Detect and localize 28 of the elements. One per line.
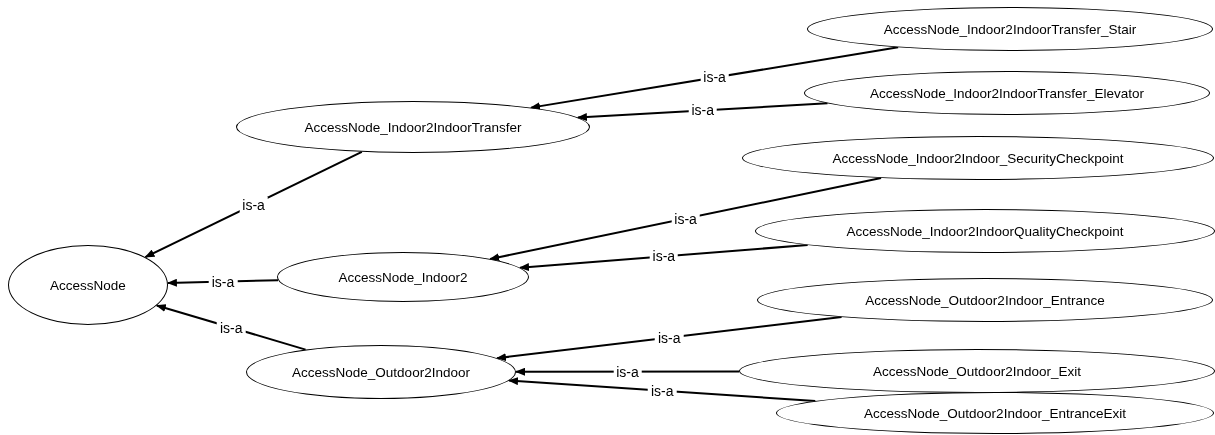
arrow bbox=[495, 316, 843, 362]
arrow bbox=[508, 377, 817, 402]
edge-label: is-a bbox=[654, 329, 684, 346]
class-ellipse bbox=[776, 392, 1214, 434]
class-ellipse bbox=[742, 136, 1214, 180]
arrow bbox=[519, 244, 809, 272]
class-name: AccessNode_Indoor2 bbox=[338, 269, 468, 285]
edge-label: is-a bbox=[671, 210, 700, 227]
edge-label: is-a bbox=[613, 363, 642, 380]
class-name: AccessNode_Indoor2Indoor_SecurityCheckpoint bbox=[832, 150, 1124, 166]
class-name: AccessNode_Outdoor2Indoor_EntranceExit bbox=[864, 405, 1126, 421]
class-ellipse bbox=[755, 209, 1215, 253]
arrow bbox=[489, 177, 883, 262]
class-name: AccessNode_Indoor2IndoorTransfer_Stair bbox=[883, 21, 1137, 37]
edge-label: is-a bbox=[208, 273, 238, 290]
class-name: AccessNode_Outdoor2Indoor_Exit bbox=[873, 363, 1081, 379]
class-ellipse bbox=[739, 349, 1215, 393]
class-name: AccessNode_Outdoor2Indoor bbox=[292, 364, 470, 380]
class-name: AccessNode_Indoor2IndoorTransfer_Elevator bbox=[869, 85, 1145, 101]
class-name: AccessNode_Indoor2IndoorQualityCheckpoint bbox=[846, 223, 1124, 239]
edge-label: is-a bbox=[239, 196, 268, 213]
edge-label: is-a bbox=[216, 319, 246, 336]
arrow bbox=[576, 102, 829, 122]
edge-label: is-a bbox=[647, 382, 677, 399]
class-name: AccessNode_Outdoor2Indoor_Entrance bbox=[865, 292, 1105, 308]
class-name: AccessNode_Indoor2IndoorTransfer bbox=[304, 119, 522, 135]
arrow bbox=[530, 46, 900, 111]
class-name: AccessNode bbox=[50, 277, 126, 293]
